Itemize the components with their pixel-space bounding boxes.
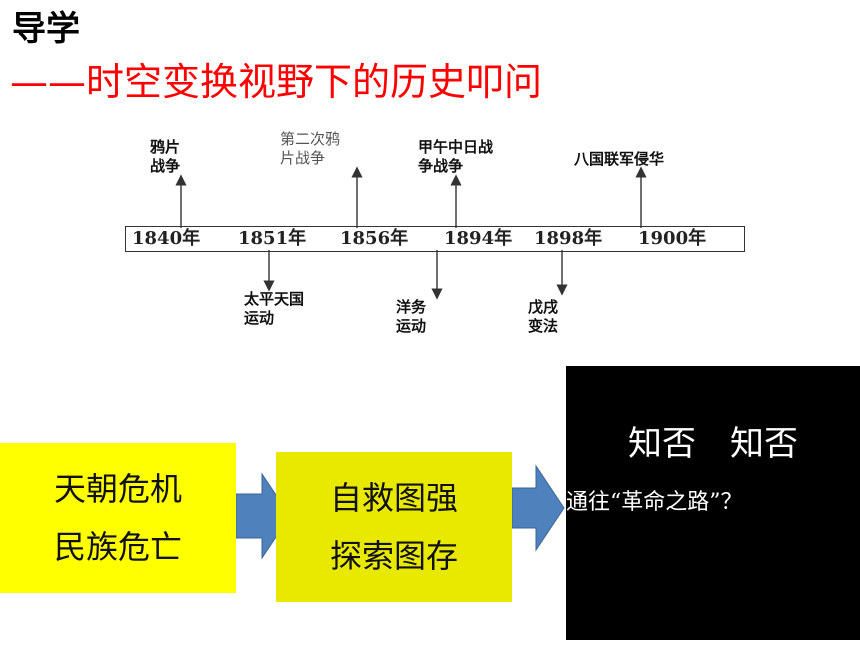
question-text: 通往“革命之路”？: [566, 490, 743, 515]
slide-subtitle: ——时空变换视野下的历史叩问: [10, 60, 543, 104]
crisis-line-2: 民族危亡: [53, 528, 182, 566]
event-sino-japanese-war: 甲午中日战 争战争: [418, 138, 494, 175]
question-heading: 知否 知否: [628, 424, 798, 464]
event-eight-nation-alliance: 八国联军侵华: [574, 150, 665, 168]
year-1898: 1898年: [534, 228, 603, 249]
self-strengthening-box: 自救图强 探索图存: [276, 452, 512, 602]
year-1840: 1840年: [132, 228, 201, 249]
year-1900: 1900年: [638, 228, 707, 249]
year-1851: 1851年: [238, 228, 307, 249]
event-taiping: 太平天国 运动: [244, 290, 305, 327]
timeline-bar: [125, 226, 745, 252]
event-opium-war: 鸦片 战争: [150, 138, 181, 175]
crisis-line-1: 天朝危机: [53, 470, 182, 508]
slide-title: 导学: [12, 9, 80, 49]
event-hundred-days-reform: 戊戌 变法: [528, 298, 559, 335]
blue-arrow-2: [511, 464, 565, 552]
year-1894: 1894年: [444, 228, 513, 249]
crisis-box: 天朝危机 民族危亡: [0, 443, 236, 593]
question-box: 知否 知否 通往“革命之路”？: [566, 366, 860, 640]
event-second-opium-war: 第二次鸦 片战争: [280, 130, 341, 167]
year-1856: 1856年: [340, 228, 409, 249]
event-self-strengthening: 洋务 运动: [396, 298, 427, 335]
self-line-2: 探索图存: [329, 537, 458, 575]
self-line-1: 自救图强: [329, 479, 458, 517]
